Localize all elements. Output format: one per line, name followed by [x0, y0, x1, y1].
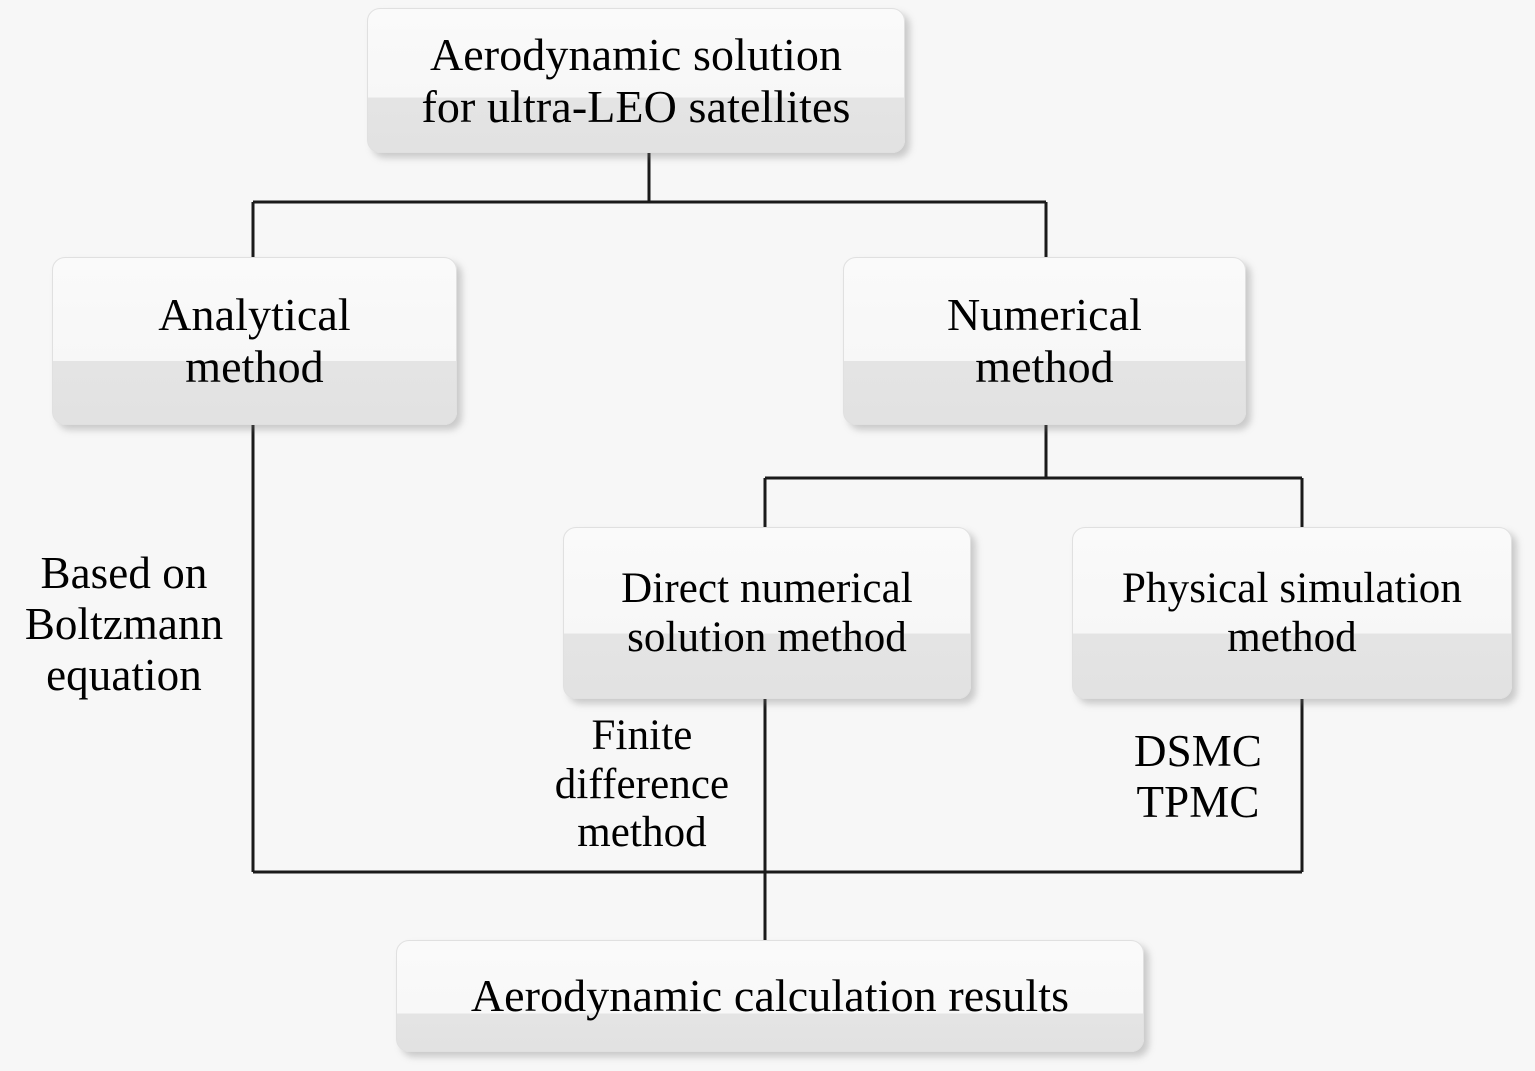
node-physical-simulation-method-label: Physical simulation method	[1122, 564, 1462, 661]
node-aerodynamic-solution[interactable]: Aerodynamic solution for ultra-LEO satel…	[367, 8, 905, 153]
annotation-monte-carlo: DSMC TPMC	[1134, 726, 1262, 827]
node-physical-simulation-method[interactable]: Physical simulation method	[1072, 527, 1512, 699]
node-direct-numerical-solution-method-label: Direct numerical solution method	[621, 564, 913, 661]
node-analytical-method-label: Analytical method	[158, 289, 351, 392]
node-analytical-method[interactable]: Analytical method	[52, 257, 457, 425]
annotation-finite-difference: Finite difference method	[554, 712, 730, 857]
node-numerical-method-label: Numerical method	[946, 289, 1143, 392]
node-aerodynamic-solution-label: Aerodynamic solution for ultra-LEO satel…	[421, 28, 851, 132]
node-aerodynamic-calculation-results-label: Aerodynamic calculation results	[470, 970, 1070, 1022]
node-aerodynamic-calculation-results[interactable]: Aerodynamic calculation results	[396, 940, 1144, 1052]
annotation-boltzmann-basis: Based on Boltzmann equation	[24, 548, 224, 700]
node-direct-numerical-solution-method[interactable]: Direct numerical solution method	[563, 527, 971, 699]
node-numerical-method[interactable]: Numerical method	[843, 257, 1246, 425]
